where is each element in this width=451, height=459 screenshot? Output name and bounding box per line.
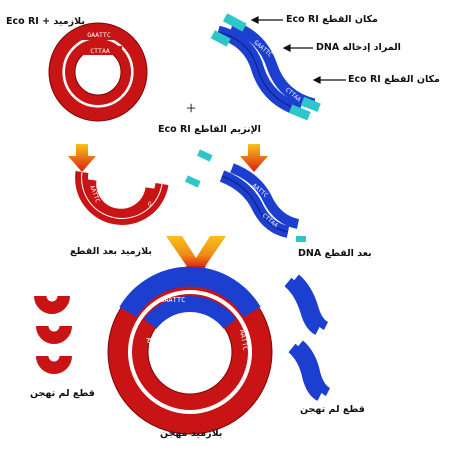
hybrid-plasmid bbox=[107, 266, 273, 435]
unhybridized-dna-fragments bbox=[284, 274, 331, 401]
label-plasmid-plus-enzyme: Eco RI + بلازميد bbox=[6, 16, 85, 27]
label-hybrid-plasmid: بلازميد مهجن bbox=[160, 428, 223, 439]
label-dna-to-insert: DNA المراد إدخاله bbox=[316, 42, 401, 53]
label-plasmid-after-cut: بلازميد بعد القطع bbox=[70, 246, 152, 257]
intact-plasmid-seq-top: GAATTC bbox=[87, 31, 111, 39]
hybrid-seq-top: GAATTC bbox=[160, 296, 185, 304]
hybrid-seq-inner: G bbox=[178, 312, 182, 320]
label-dna-after-cut: DNA بعد القطع bbox=[298, 248, 372, 259]
unhybridized-plasmid-fragments bbox=[34, 295, 72, 374]
cut-fragment bbox=[296, 236, 306, 242]
cut-fragment bbox=[184, 175, 201, 188]
hybrid-seq-right: AATTC bbox=[238, 329, 250, 351]
label-unhybridized-left: قطع لم تهجن bbox=[30, 388, 95, 399]
down-arrow-icon bbox=[240, 144, 268, 172]
hybrid-seq-inner-right: CTTAA bbox=[216, 340, 229, 363]
intact-plasmid-seq-bottom: CTTAA bbox=[90, 47, 110, 55]
label-cutting-enzyme: Eco RI الإنزيم القاطع bbox=[158, 124, 261, 135]
label-cut-site-bottom: Eco RI مكان القطع bbox=[348, 74, 440, 85]
cut-dna bbox=[219, 163, 300, 238]
down-arrow-icon bbox=[68, 144, 96, 172]
label-cut-site-top: Eco RI مكان القطع bbox=[286, 14, 378, 25]
cut-plasmid-seq-right: G bbox=[148, 201, 152, 208]
cut-fragment bbox=[196, 149, 213, 162]
intact-plasmid bbox=[48, 22, 148, 122]
label-unhybridized-right: قطع لم تهجن bbox=[300, 404, 365, 415]
dna-to-insert bbox=[210, 13, 321, 121]
leader-arrow-icon bbox=[250, 16, 346, 84]
cut-plasmid bbox=[75, 171, 169, 225]
plus-sign: + bbox=[186, 98, 197, 118]
